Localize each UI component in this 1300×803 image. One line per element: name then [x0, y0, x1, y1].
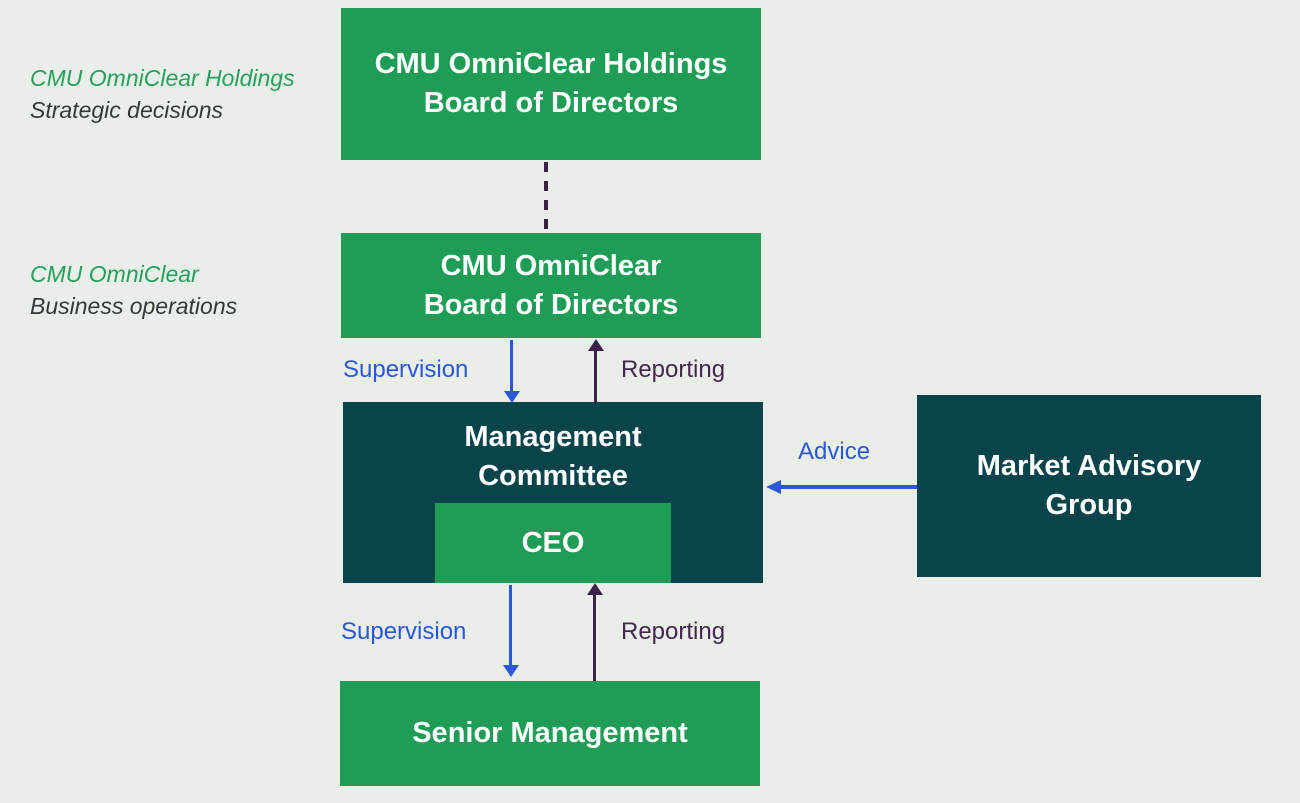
ceo-label: CEO — [521, 526, 585, 559]
management-committee-box: Management Committee CEO — [343, 402, 763, 583]
omniclear-board-line2: Board of Directors — [423, 288, 679, 321]
supervision-bottom-arrow-line — [509, 585, 512, 666]
advice-label: Advice — [798, 438, 871, 465]
arrow-up-icon — [588, 339, 604, 351]
arrow-down-icon — [504, 391, 520, 403]
senior-management-label: Senior Management — [412, 717, 688, 749]
side-label-holdings-subtitle: Strategic decisions — [30, 97, 224, 123]
senior-management-box: Senior Management — [340, 681, 760, 786]
supervision-bottom-label: Supervision — [341, 618, 467, 645]
reporting-bottom-label: Reporting — [621, 618, 726, 645]
side-label-holdings-title: CMU OmniClear Holdings — [30, 65, 295, 91]
market-advisory-group-box: Market Advisory Group — [917, 395, 1261, 577]
arrow-up-icon — [587, 583, 603, 595]
arrow-left-icon — [766, 480, 781, 494]
supervision-top-arrow-line — [510, 340, 513, 393]
advice-arrow-line — [781, 485, 917, 489]
supervision-top-label: Supervision — [343, 356, 469, 383]
management-committee-line2: Committee — [478, 460, 628, 492]
holdings-board-box: CMU OmniClear Holdings Board of Director… — [341, 8, 761, 160]
omniclear-board-line1: CMU OmniClear — [440, 249, 662, 282]
side-label-omniclear: CMU OmniClear Business operations — [30, 258, 237, 322]
management-committee-line1: Management — [464, 421, 642, 453]
reporting-bottom-arrow-line — [593, 594, 596, 681]
reporting-top-arrow-line — [594, 350, 597, 403]
side-label-holdings: CMU OmniClear Holdings Strategic decisio… — [30, 62, 295, 126]
market-advisory-line1: Market Advisory — [976, 450, 1202, 482]
reporting-top-label: Reporting — [621, 356, 726, 383]
holdings-board-line1: CMU OmniClear Holdings — [374, 48, 728, 80]
ceo-box: CEO — [435, 503, 671, 583]
arrow-down-icon — [503, 665, 519, 677]
side-label-omniclear-title: CMU OmniClear — [30, 261, 199, 287]
dashed-connector-line — [544, 162, 548, 231]
omniclear-board-box: CMU OmniClear Board of Directors — [341, 233, 761, 338]
holdings-board-line2: Board of Directors — [423, 87, 679, 119]
side-label-omniclear-subtitle: Business operations — [30, 293, 238, 319]
market-advisory-line2: Group — [1045, 489, 1133, 521]
